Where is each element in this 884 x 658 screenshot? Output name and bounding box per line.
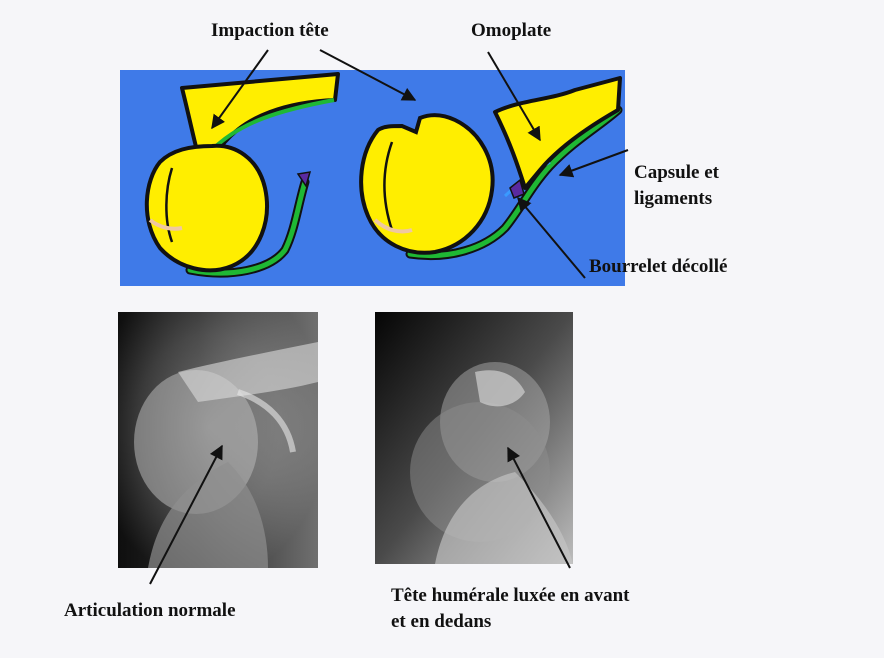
- normal-humeral-head: [147, 146, 267, 270]
- shoulder-diagram-panel: [120, 70, 625, 286]
- label-capsule-ligaments: Capsule et ligaments: [634, 160, 719, 211]
- label-tete-humerale: Tête humérale luxée en avant et en dedan…: [391, 583, 630, 634]
- xray-dislocated-joint: [375, 312, 573, 564]
- dislocated-humeral-head: [361, 115, 492, 253]
- xray-normal-joint: [118, 312, 318, 568]
- label-articulation-normale: Articulation normale: [64, 598, 236, 624]
- label-tete-line1: Tête humérale luxée en avant: [391, 583, 630, 609]
- label-impaction-tete: Impaction tête: [211, 18, 329, 44]
- label-tete-line2: et en dedans: [391, 609, 630, 635]
- label-capsule-line2: ligaments: [634, 186, 719, 212]
- label-bourrelet-decolle: Bourrelet décollé: [589, 254, 727, 280]
- label-omoplate: Omoplate: [471, 18, 551, 44]
- label-capsule-line1: Capsule et: [634, 160, 719, 186]
